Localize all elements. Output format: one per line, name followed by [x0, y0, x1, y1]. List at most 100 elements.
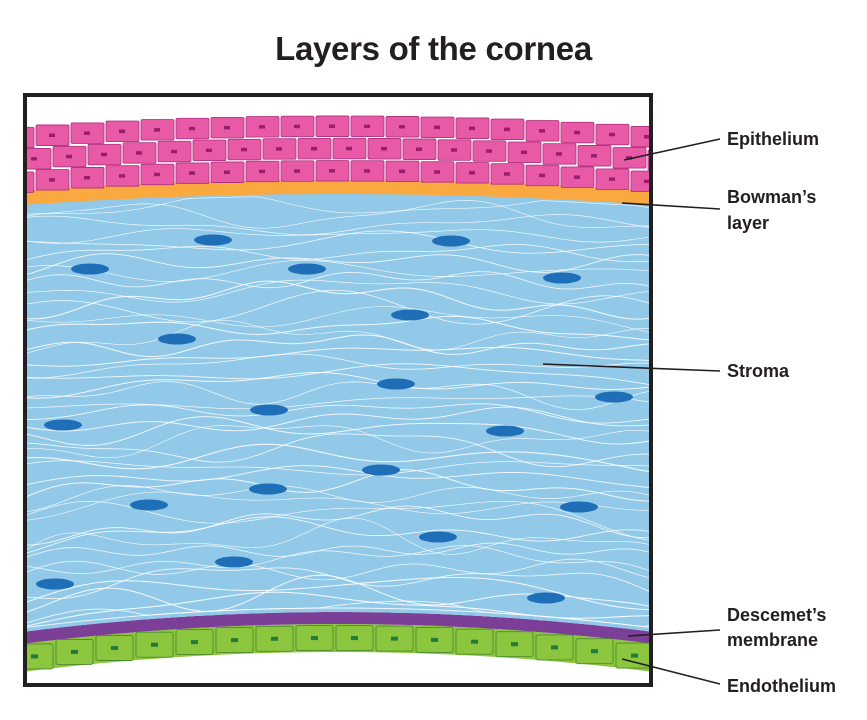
collagen-fiber — [27, 576, 649, 611]
label-bowman-line1: Bowman’s — [727, 187, 816, 207]
collagen-fiber — [27, 403, 649, 424]
endothelium-cell — [135, 631, 174, 658]
label-epithelium: Epithelium — [727, 129, 819, 149]
epithelium-cell — [595, 123, 630, 146]
endothelium-cell — [455, 628, 494, 655]
epithelium-cell — [385, 116, 420, 138]
epithelium-cells — [27, 115, 699, 195]
epithelium-cell — [27, 171, 35, 193]
leader-descemet — [627, 629, 721, 637]
keratocyte-nucleus — [543, 272, 581, 284]
epithelium-cell — [350, 160, 385, 182]
diagram-frame — [23, 93, 653, 687]
epithelium-cell — [105, 120, 140, 143]
collagen-fiber — [27, 196, 649, 215]
keratocyte-nucleus — [595, 391, 633, 403]
epithelium-cell — [507, 141, 542, 164]
epithelium-cell — [455, 162, 490, 184]
epithelium-cell — [577, 145, 612, 167]
collagen-fiber — [27, 214, 649, 236]
endothelium-cell — [27, 643, 54, 670]
collagen-fiber — [27, 228, 649, 244]
keratocyte-nucleus — [36, 578, 74, 590]
epithelium-cell — [525, 164, 560, 187]
label-leaders — [542, 138, 721, 685]
epithelium-cell — [560, 121, 595, 144]
endothelium-cell — [255, 625, 294, 652]
bowman-layer — [27, 180, 649, 205]
epithelium-cell — [70, 122, 105, 144]
epithelium-cell — [297, 137, 332, 160]
endothelium-cell — [295, 625, 334, 652]
keratocyte-nucleus — [432, 235, 470, 247]
collagen-fiber — [27, 558, 649, 581]
collagen-fiber — [27, 290, 649, 325]
collagen-fiber — [27, 200, 649, 229]
epithelium-cell — [350, 115, 385, 138]
collagen-fiber — [27, 353, 649, 379]
epithelium-cell — [525, 120, 560, 142]
label-bowman-line2: layer — [727, 213, 769, 233]
collagen-fiber — [27, 363, 649, 385]
collagen-fiber — [27, 315, 649, 341]
epithelium-cell — [210, 161, 245, 183]
collagen-fiber — [27, 607, 649, 628]
epithelium-cell — [490, 118, 525, 141]
collagen-fiber — [27, 416, 649, 446]
keratocyte-nucleus — [194, 234, 232, 246]
page-title: Layers of the cornea — [275, 30, 592, 67]
collagen-fiber — [27, 433, 649, 468]
epithelium-cell — [542, 143, 577, 165]
endothelium-cell — [175, 629, 214, 656]
epithelium-cell — [175, 117, 210, 140]
collagen-fiber — [27, 406, 649, 432]
collagen-fiber — [27, 460, 649, 476]
epithelium-cell — [472, 140, 507, 162]
collagen-fiber — [27, 381, 649, 411]
collagen-fiber — [27, 230, 649, 254]
epithelium-cell — [402, 138, 437, 160]
collagen-fiber — [27, 443, 649, 473]
epithelium-cell — [666, 174, 699, 195]
collagen-fiber — [27, 465, 649, 488]
keratocyte-nucleus — [250, 404, 288, 416]
keratocyte-nucleus — [419, 531, 457, 543]
epithelium-cell — [192, 139, 227, 162]
label-descemet-line1: Descemet’s — [727, 605, 826, 625]
keratocyte-nucleus — [215, 556, 253, 568]
label-descemet-line2: membrane — [727, 630, 818, 650]
keratocyte-nucleus — [391, 309, 429, 321]
collagen-fiber — [27, 280, 649, 320]
collagen-fiber — [27, 505, 649, 546]
label-endothelium: Endothelium — [727, 676, 836, 696]
endothelium-cell — [95, 635, 134, 661]
collagen-fiber — [27, 500, 649, 541]
collagen-fiber — [27, 271, 649, 290]
epithelium-cell — [227, 138, 262, 161]
epithelium-cell — [262, 138, 297, 160]
leader-bowman — [621, 202, 721, 210]
epithelium-cell — [70, 167, 105, 189]
epithelium-cell — [35, 124, 70, 146]
epithelium-cell — [490, 163, 525, 185]
endothelium-cell — [615, 642, 649, 669]
epithelium-cell — [385, 160, 420, 183]
epithelium-cell — [420, 116, 455, 139]
epithelium-cell — [175, 162, 210, 184]
collagen-fiber — [27, 319, 649, 354]
endothelium-cell — [335, 625, 374, 652]
endothelium-cell — [415, 626, 454, 653]
collagen-fiber — [27, 542, 649, 558]
collagen-fiber — [27, 469, 649, 502]
stroma-layer — [27, 192, 649, 632]
collagen-fiber — [27, 491, 649, 521]
keratocyte-nucleus — [249, 483, 287, 495]
epithelium-cell — [612, 147, 647, 169]
keratocyte-nucleus — [44, 419, 82, 431]
epithelium-cell — [35, 169, 70, 191]
leader-stroma — [542, 363, 721, 372]
keratocyte-nucleus — [288, 263, 326, 275]
collagen-fiber — [27, 372, 649, 399]
epithelium-cell — [27, 148, 52, 170]
